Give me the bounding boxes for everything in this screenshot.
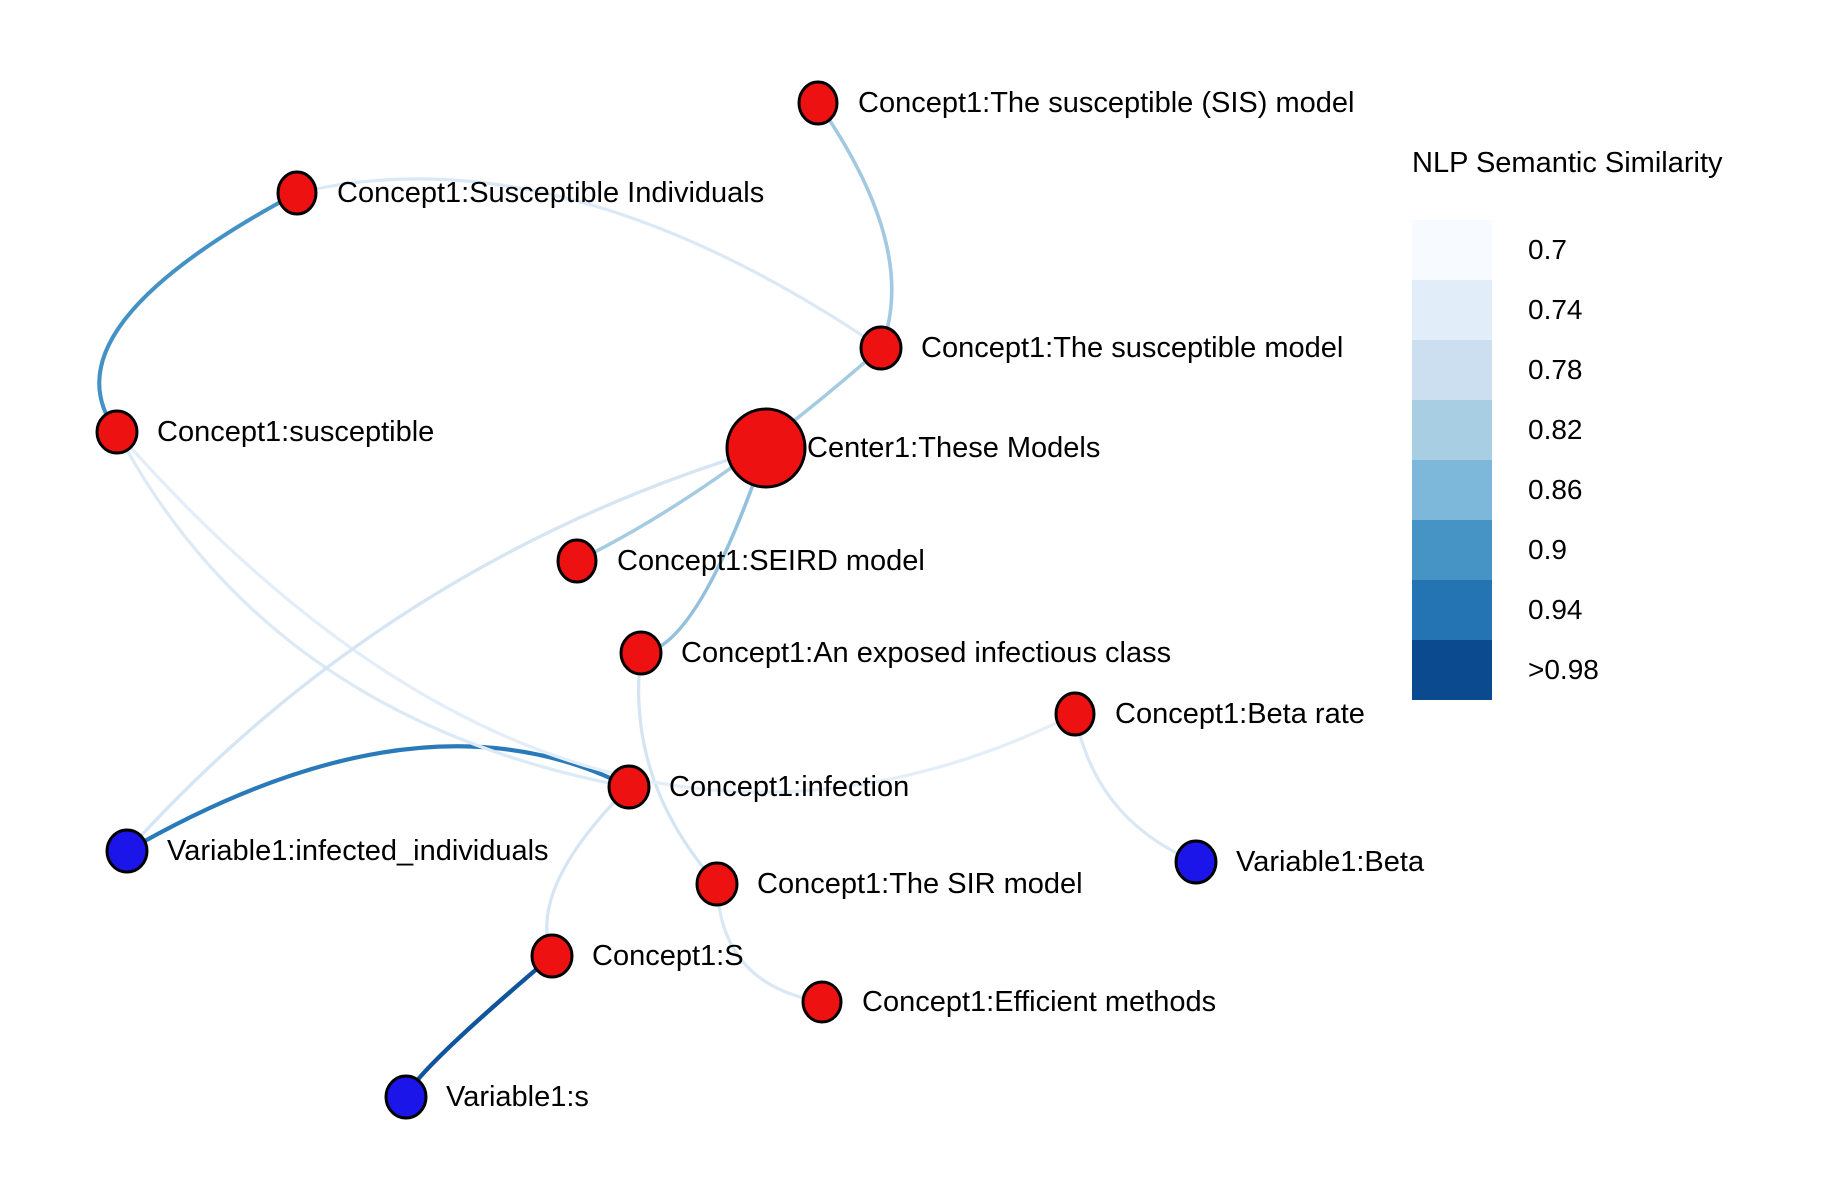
legend-entry: 0.7: [1412, 220, 1723, 280]
edge-infected-individuals--center-these-models: [125, 446, 768, 853]
legend-entry: 0.82: [1412, 400, 1723, 460]
node-s-concept[interactable]: [530, 933, 574, 979]
edge-the-sir-model--efficient-methods: [715, 882, 824, 1004]
node-label-beta: Variable1:Beta: [1236, 846, 1425, 878]
legend-value-label: 0.94: [1528, 594, 1583, 625]
node-label-s-variable: Variable1:s: [446, 1081, 589, 1113]
edge-susceptible-individuals--susceptible: [97, 191, 299, 434]
node-label-susceptible: Concept1:susceptible: [157, 416, 434, 448]
legend-value-label: 0.82: [1528, 414, 1583, 445]
edge-the-susceptible-model--seird-model: [575, 346, 883, 563]
legend-entry: 0.86: [1412, 460, 1723, 520]
node-the-sir-model[interactable]: [695, 861, 739, 907]
legend-value-label: 0.86: [1528, 474, 1583, 505]
legend-entry: 0.94: [1412, 580, 1723, 640]
node-label-center-these-models: Center1:These Models: [807, 432, 1100, 464]
legend-entry: 0.9: [1412, 520, 1723, 580]
edge-s-concept--s-variable: [403, 953, 555, 1100]
node-infected-individuals[interactable]: [105, 828, 149, 874]
node-label-the-sir-model: Concept1:The SIR model: [757, 868, 1083, 900]
legend-value-label: 0.7: [1528, 234, 1567, 265]
legend-value-label: 0.78: [1528, 354, 1583, 385]
edge-beta-rate--beta: [1073, 712, 1198, 864]
node-label-seird-model: Concept1:SEIRD model: [617, 545, 925, 577]
node-beta-rate[interactable]: [1054, 691, 1096, 737]
node-label-an-exposed-infectious-class: Concept1:An exposed infectious class: [681, 637, 1171, 669]
node-label-infected-individuals: Variable1:infected_individuals: [167, 835, 549, 867]
node-label-s-concept: Concept1:S: [592, 940, 744, 972]
node-infection[interactable]: [607, 764, 651, 810]
node-label-sis-model: Concept1:The susceptible (SIS) model: [858, 87, 1354, 119]
node-beta[interactable]: [1174, 839, 1218, 885]
legend-color-swatch: [1412, 400, 1492, 460]
node-an-exposed-infectious-class[interactable]: [619, 630, 663, 676]
legend-color-swatch: [1412, 580, 1492, 640]
edge-an-exposed-infectious-class--the-sir-model: [637, 651, 719, 886]
node-susceptible[interactable]: [95, 409, 139, 455]
node-label-efficient-methods: Concept1:Efficient methods: [862, 986, 1216, 1018]
edge-infection--infected-individuals: [124, 744, 632, 854]
legend-color-swatch: [1412, 340, 1492, 400]
node-sis-model[interactable]: [797, 80, 839, 126]
legend-color-swatch: [1412, 220, 1492, 280]
edge-susceptible-individuals--the-susceptible-model: [295, 177, 883, 350]
node-label-the-susceptible-model: Concept1:The susceptible model: [921, 332, 1343, 364]
legend-value-label: 0.9: [1528, 534, 1567, 565]
node-efficient-methods[interactable]: [801, 980, 843, 1024]
legend-entry: 0.78: [1412, 340, 1723, 400]
legend-entry: >0.98: [1412, 640, 1723, 700]
legend-entries: 0.7 0.74 0.78 0.82 0.86 0.9 0.94 >0.98: [1412, 220, 1723, 700]
legend-value-label: >0.98: [1528, 654, 1599, 685]
legend-color-swatch: [1412, 520, 1492, 580]
legend-color-swatch: [1412, 460, 1492, 520]
node-label-infection: Concept1:infection: [669, 771, 909, 803]
node-the-susceptible-model[interactable]: [859, 325, 903, 371]
legend-value-label: 0.74: [1528, 294, 1583, 325]
node-label-susceptible-individuals: Concept1:Susceptible Individuals: [337, 177, 764, 209]
edge-infection--s-concept: [545, 785, 631, 958]
edge-susceptible--infection: [115, 430, 631, 789]
legend-title: NLP Semantic Similarity: [1412, 147, 1723, 179]
node-label-beta-rate: Concept1:Beta rate: [1115, 698, 1365, 730]
node-center-these-models[interactable]: [725, 407, 807, 489]
node-susceptible-individuals[interactable]: [276, 170, 318, 216]
legend-color-swatch: [1412, 280, 1492, 340]
legend-entry: 0.74: [1412, 280, 1723, 340]
edge-susceptible--beta-rate: [115, 430, 1077, 794]
node-s-variable[interactable]: [384, 1074, 428, 1120]
legend-color-swatch: [1412, 640, 1492, 700]
node-seird-model[interactable]: [556, 538, 598, 584]
edge-sis-model--the-susceptible-model: [816, 101, 894, 350]
